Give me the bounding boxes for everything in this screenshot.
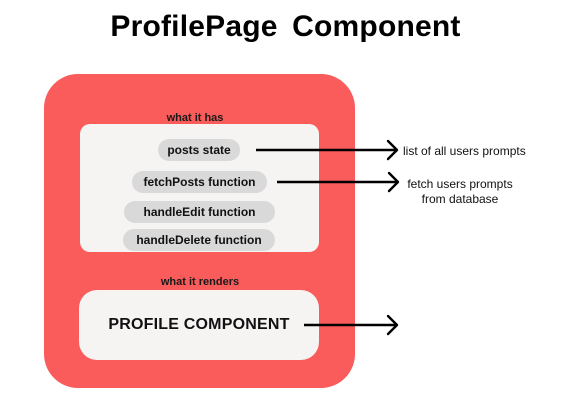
- handledelete-function-pill: handleDelete function: [123, 229, 275, 251]
- fetch-annotation: fetch users prompts from database: [401, 177, 519, 207]
- profile-component-box: [79, 290, 319, 360]
- profile-component-label: PROFILE COMPONENT: [108, 316, 290, 333]
- diagram-title: ProfilePage Component: [110, 10, 461, 43]
- fetchposts-function-pill: fetchPosts function: [132, 171, 267, 193]
- posts-state-pill: posts state: [158, 139, 240, 161]
- what-it-renders-label: what it renders: [160, 276, 240, 288]
- what-it-has-label: what it has: [166, 112, 224, 124]
- fetch-annotation-line2: from database: [421, 192, 499, 206]
- handleedit-function-pill: handleEdit function: [124, 201, 275, 223]
- fetch-annotation-line1: fetch users prompts: [407, 177, 513, 191]
- posts-annotation: list of all users prompts: [403, 144, 526, 158]
